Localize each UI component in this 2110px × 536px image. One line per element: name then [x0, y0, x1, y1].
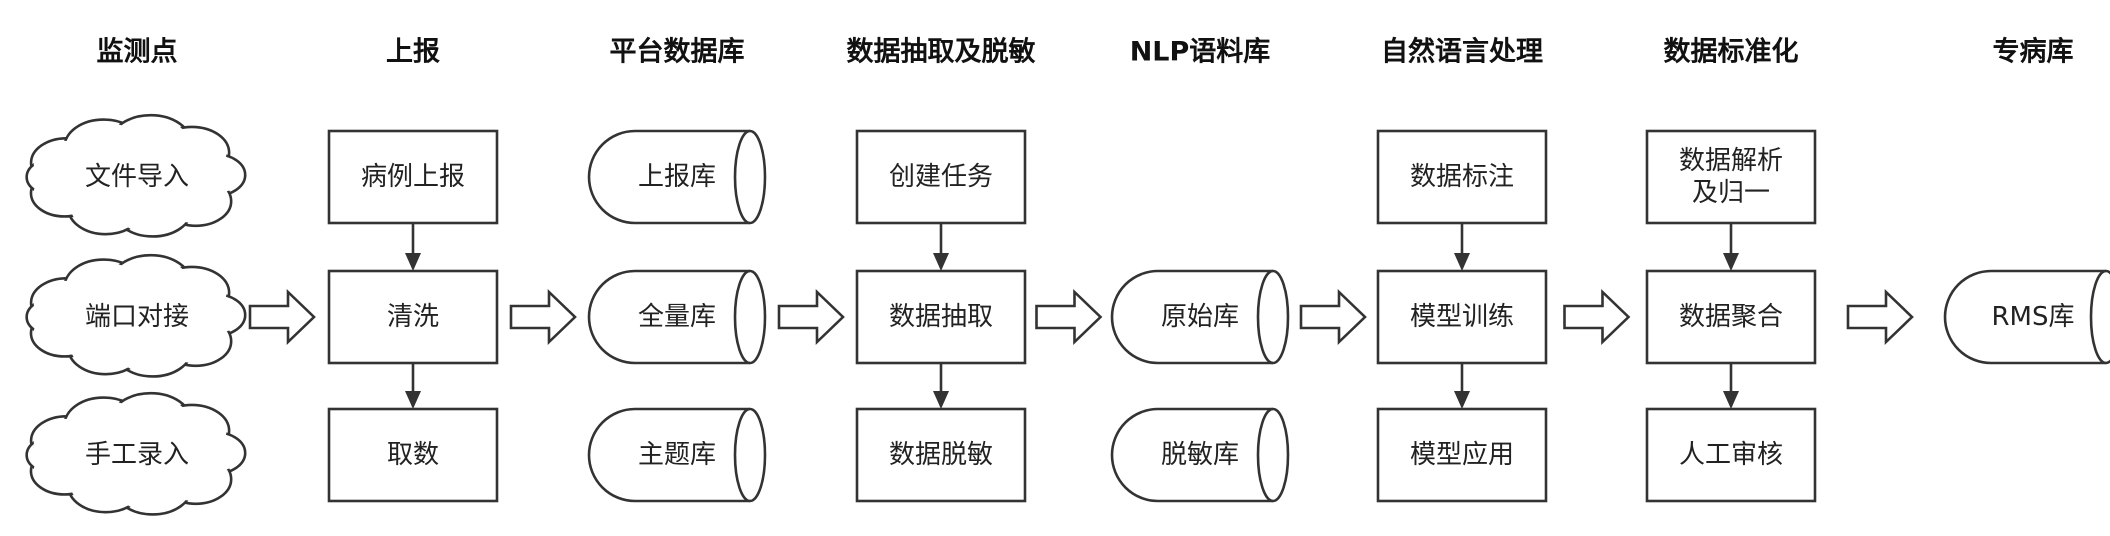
node-label: 数据脱敏 — [889, 440, 993, 470]
node-label: 原始库 — [1161, 302, 1239, 332]
node-box: 病例上报 — [327, 129, 499, 225]
column-header: 上报 — [386, 37, 440, 68]
node-cylinder: 全量库 — [587, 269, 767, 365]
column-header: 专病库 — [1993, 37, 2074, 68]
node-box: 数据标注 — [1376, 129, 1548, 225]
vertical-arrow — [1723, 223, 1739, 271]
node-label: 数据聚合 — [1679, 302, 1783, 332]
column-header: 数据标准化 — [1664, 37, 1799, 68]
vertical-arrow — [933, 363, 949, 409]
flow-arrow — [1846, 288, 1914, 346]
node-label: RMS库 — [1991, 302, 2074, 332]
vertical-arrow — [405, 223, 421, 271]
node-box: 人工审核 — [1645, 407, 1817, 503]
node-label: 全量库 — [638, 302, 716, 332]
vertical-arrow — [405, 363, 421, 409]
node-label: 人工审核 — [1679, 440, 1783, 470]
vertical-arrow — [933, 223, 949, 271]
node-box: 取数 — [327, 407, 499, 503]
node-label: 病例上报 — [361, 162, 465, 192]
node-box: 数据聚合 — [1645, 269, 1817, 365]
column-header: 自然语言处理 — [1381, 36, 1543, 68]
node-box: 模型训练 — [1376, 269, 1548, 365]
node-label: 端口对接 — [85, 302, 189, 332]
node-box: 创建任务 — [855, 129, 1027, 225]
node-box: 清洗 — [327, 269, 499, 365]
node-box: 数据脱敏 — [855, 407, 1027, 503]
flow-arrow — [777, 288, 845, 346]
node-label: 模型训练 — [1410, 302, 1514, 332]
flow-arrow — [1035, 288, 1103, 346]
node-label: 模型应用 — [1410, 440, 1514, 470]
node-label: 手工录入 — [85, 440, 189, 470]
column-header: 监测点 — [97, 37, 178, 68]
flow-arrow — [1563, 288, 1631, 346]
node-label: 数据抽取 — [889, 302, 993, 332]
node-label: 数据解析 — [1679, 146, 1783, 176]
node-label: 文件导入 — [85, 162, 189, 192]
node-cylinder: 脱敏库 — [1110, 407, 1290, 503]
vertical-arrow — [1454, 363, 1470, 409]
node-cloud: 文件导入 — [25, 113, 247, 238]
node-label: 取数 — [387, 440, 439, 470]
node-cloud: 端口对接 — [25, 253, 247, 378]
column-header: 平台数据库 — [610, 36, 745, 68]
vertical-arrow — [1723, 363, 1739, 409]
node-label: 上报库 — [638, 162, 716, 192]
flow-arrow — [248, 288, 316, 346]
flow-arrow — [1299, 288, 1367, 346]
node-label: 清洗 — [387, 302, 439, 332]
node-box: 数据抽取 — [855, 269, 1027, 365]
node-cylinder: RMS库 — [1943, 269, 2110, 365]
node-cylinder: 上报库 — [587, 129, 767, 225]
node-cloud: 手工录入 — [25, 391, 247, 516]
node-label: 创建任务 — [889, 162, 993, 192]
flow-arrow — [509, 288, 577, 346]
column-header: NLP语料库 — [1130, 37, 1271, 68]
node-box: 模型应用 — [1376, 407, 1548, 503]
node-label: 主题库 — [638, 440, 716, 470]
node-cylinder: 原始库 — [1110, 269, 1290, 365]
node-cylinder: 主题库 — [587, 407, 767, 503]
node-label: 数据标注 — [1410, 162, 1514, 192]
node-label: 及归一 — [1692, 178, 1770, 208]
vertical-arrow — [1454, 223, 1470, 271]
column-header: 数据抽取及脱敏 — [847, 37, 1036, 68]
node-label: 脱敏库 — [1161, 440, 1239, 470]
